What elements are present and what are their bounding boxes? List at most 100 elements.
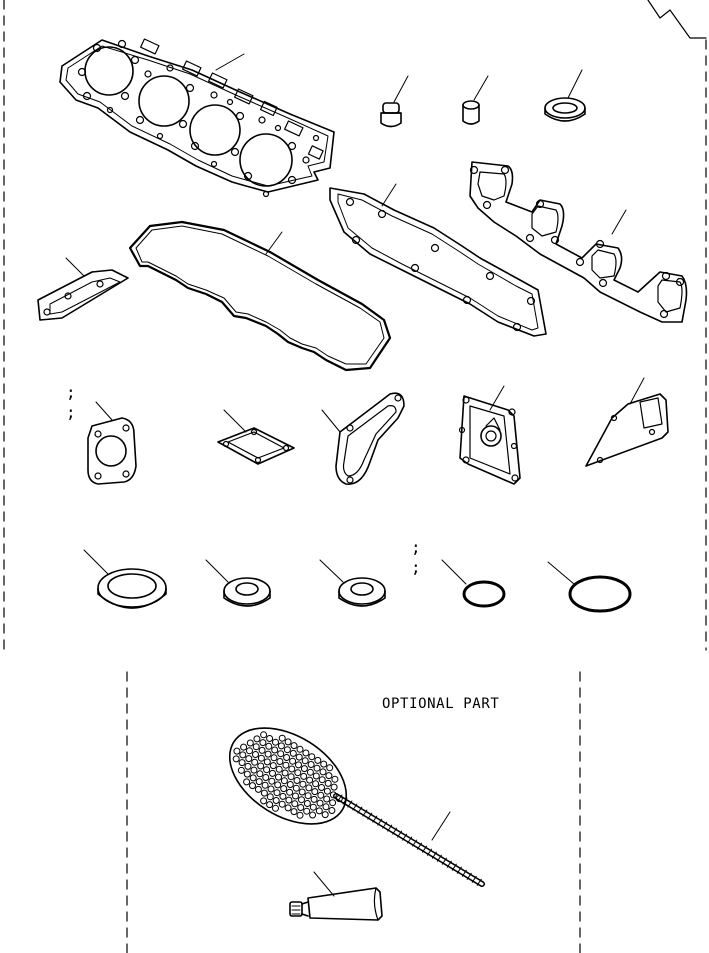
mark-semicolon: ; xyxy=(66,383,76,402)
valve-cover-gasket xyxy=(128,220,392,372)
wire-twist-mark xyxy=(367,812,373,820)
brush-bristles xyxy=(232,731,343,819)
wire-twist-mark xyxy=(422,845,427,853)
mark-semicolon: ; xyxy=(66,403,76,422)
bristle-mark xyxy=(256,770,264,778)
bristle-mark xyxy=(233,747,241,755)
leader-line xyxy=(83,549,109,575)
bristle-mark xyxy=(252,743,260,751)
bristle-mark xyxy=(243,770,251,778)
cylinder-head-gasket xyxy=(59,38,335,198)
wire-twist-mark xyxy=(387,824,393,832)
bristle-mark xyxy=(312,780,320,788)
wire-twist-mark xyxy=(362,809,368,817)
bristle-mark xyxy=(309,811,317,819)
bristle-mark xyxy=(268,777,276,785)
leader-line xyxy=(629,377,645,405)
bristle-mark xyxy=(308,753,316,761)
bristle-mark xyxy=(260,797,268,805)
leader-line xyxy=(431,811,451,841)
wire-twist-mark xyxy=(476,878,482,886)
bristle-mark xyxy=(260,731,268,739)
bristle-mark xyxy=(314,756,322,764)
bristle-mark xyxy=(257,762,265,770)
wire-twist-mark xyxy=(417,842,422,850)
bristle-mark xyxy=(307,761,315,768)
bristle-mark xyxy=(301,757,309,765)
bristle-mark xyxy=(322,803,330,811)
frame-borders xyxy=(3,0,707,953)
leader-line xyxy=(547,561,575,585)
bristle-mark xyxy=(269,769,276,777)
leader-line xyxy=(567,69,583,99)
seal-bushing xyxy=(462,75,489,125)
bristle-mark xyxy=(328,807,336,814)
wire-twist-mark xyxy=(446,860,452,868)
bristle-mark xyxy=(263,766,271,774)
leader-line xyxy=(65,257,85,277)
bristle-mark xyxy=(309,803,317,811)
bristle-mark xyxy=(304,792,312,800)
exhaust-manifold-gasket xyxy=(469,161,688,323)
leader-line xyxy=(205,559,229,583)
medium-washer-1 xyxy=(205,559,271,607)
bristle-mark xyxy=(262,774,270,781)
bristle-mark xyxy=(288,765,296,773)
bristle-mark xyxy=(263,758,271,766)
bristle-mark xyxy=(270,754,278,762)
wire-twist-mark xyxy=(451,863,457,871)
leader-line xyxy=(473,75,489,101)
bristle-mark xyxy=(311,788,319,796)
bristle-mark xyxy=(272,738,279,746)
bristle-mark xyxy=(284,804,292,812)
bristle-mark xyxy=(272,804,279,812)
mark-semicolon: ; xyxy=(411,538,421,557)
bristle-mark xyxy=(244,762,252,770)
bristle-mark xyxy=(279,792,287,800)
bristle-mark xyxy=(267,785,275,793)
large-seal-washer xyxy=(83,549,167,609)
wire-twist-mark xyxy=(431,851,437,859)
bristle-mark xyxy=(237,766,245,774)
wire-twist-mark xyxy=(427,848,432,856)
bristle-mark xyxy=(266,735,274,742)
leader-line xyxy=(393,75,409,103)
bristle-mark xyxy=(284,738,292,746)
bristle-mark xyxy=(302,749,310,757)
bristle-mark xyxy=(278,734,286,742)
bristle-mark xyxy=(272,797,280,804)
leader-line xyxy=(95,401,113,421)
bristle-mark xyxy=(291,800,299,808)
bristle-mark xyxy=(313,764,321,772)
bristle-mark xyxy=(312,772,320,780)
bristle-mark xyxy=(326,764,334,772)
bristle-mark xyxy=(240,743,248,751)
bristle-mark xyxy=(278,800,286,808)
bristle-mark xyxy=(277,742,285,750)
wire-twist-mark xyxy=(352,803,358,811)
bristle-mark xyxy=(258,746,266,754)
wire-twist-mark xyxy=(402,833,408,841)
bristle-mark xyxy=(329,791,337,799)
bristle-mark xyxy=(310,795,318,803)
bristle-mark xyxy=(259,739,267,747)
bristle-mark xyxy=(271,746,279,754)
bristle-mark xyxy=(335,795,343,803)
wire-twist-mark xyxy=(466,872,472,880)
bristle-mark xyxy=(325,772,333,780)
bristle-mark xyxy=(266,801,274,809)
bristle-mark xyxy=(260,789,268,797)
bristle-mark xyxy=(290,808,298,816)
side-cover-gasket xyxy=(329,183,547,337)
wire-twist-mark xyxy=(382,821,388,829)
o-ring-large xyxy=(547,561,632,613)
bristle-mark xyxy=(249,774,257,782)
bristle-mark xyxy=(255,778,263,786)
bristle-mark xyxy=(303,800,311,807)
bristle-mark xyxy=(276,758,284,765)
bristle-mark xyxy=(269,762,277,770)
diamond-gasket xyxy=(217,409,295,465)
bristle-mark xyxy=(238,759,246,767)
bristle-mark xyxy=(292,792,299,800)
